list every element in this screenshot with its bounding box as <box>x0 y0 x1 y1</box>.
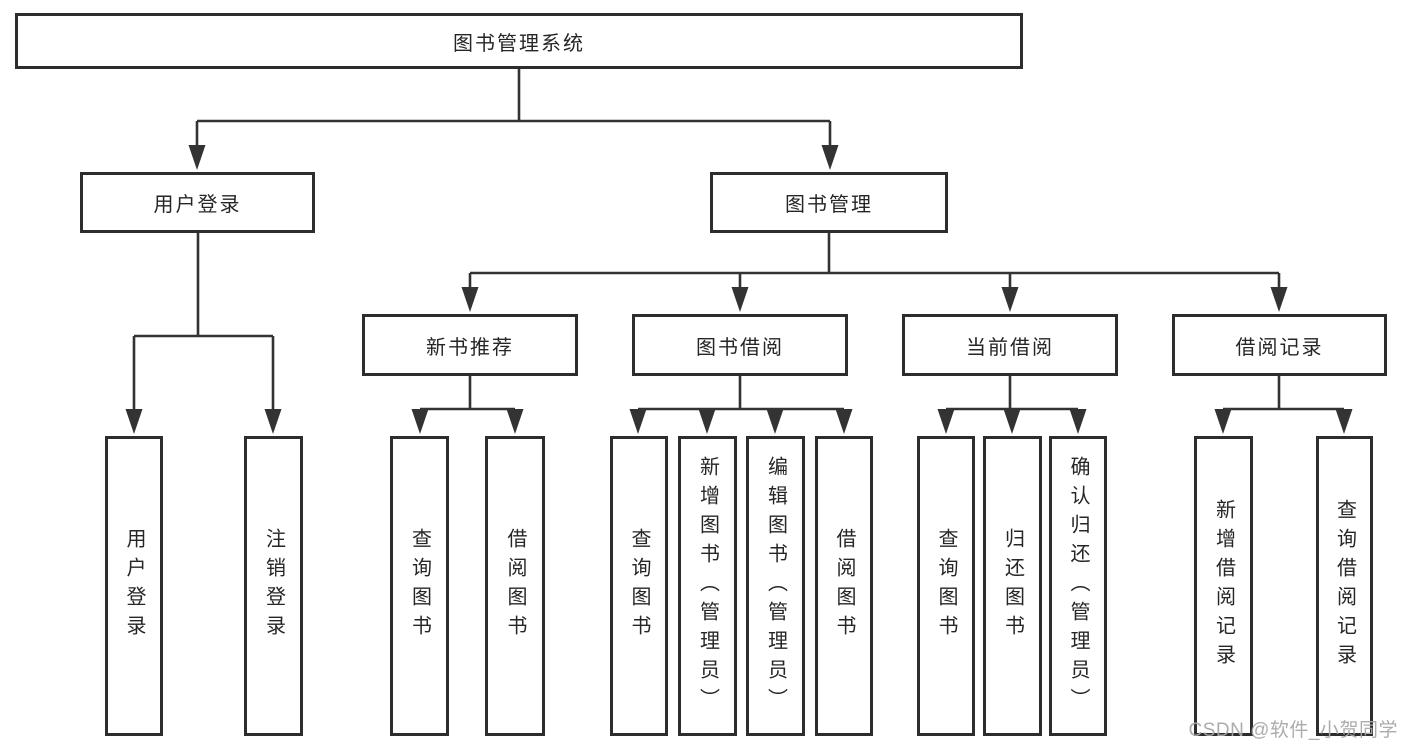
node-label: 新书推荐 <box>426 336 514 359</box>
node-current-borrowing: 当前借阅 <box>902 314 1118 376</box>
node-label: 注销登录 <box>262 528 285 644</box>
node-label: 图书管理系统 <box>453 32 585 55</box>
leaf-query-borrow-record: 查询借阅记录 <box>1316 436 1373 736</box>
arrow-down-icon <box>1001 287 1019 312</box>
arrow-down-icon <box>125 409 143 434</box>
leaf-confirm-return-admin: 确认归还（管理员） <box>1049 436 1107 736</box>
node-label: 新增图书（管理员） <box>696 455 719 717</box>
arrow-down-icon <box>731 287 749 312</box>
node-book-borrowing: 图书借阅 <box>632 314 848 376</box>
leaf-borrow-books-2: 借阅图书 <box>815 436 873 736</box>
arrow-down-icon <box>766 409 784 434</box>
arrow-down-icon <box>1270 287 1288 312</box>
leaf-query-books-3: 查询图书 <box>917 436 975 736</box>
leaf-add-book-admin: 新增图书（管理员） <box>678 436 737 736</box>
leaf-user-login: 用户登录 <box>105 436 163 736</box>
arrow-down-icon <box>1003 409 1021 434</box>
arrow-down-icon <box>937 409 955 434</box>
node-label: 查询图书 <box>408 528 431 644</box>
leaf-edit-book-admin: 编辑图书（管理员） <box>746 436 805 736</box>
node-label: 查询借阅记录 <box>1333 499 1356 673</box>
arrow-down-icon <box>1214 409 1232 434</box>
node-label: 图书借阅 <box>696 336 784 359</box>
arrow-down-icon <box>835 409 853 434</box>
arrow-down-icon <box>461 287 479 312</box>
node-label: 图书管理 <box>785 194 873 216</box>
node-library-management-system: 图书管理系统 <box>15 13 1023 69</box>
arrow-down-icon <box>506 409 524 434</box>
arrow-down-icon <box>698 409 716 434</box>
node-user-login-branch: 用户登录 <box>80 172 315 233</box>
node-label: 查询图书 <box>628 528 650 644</box>
node-label: 用户登录 <box>123 528 145 644</box>
node-label: 当前借阅 <box>966 336 1054 359</box>
leaf-add-borrow-record: 新增借阅记录 <box>1194 436 1253 736</box>
node-label: 借阅记录 <box>1235 336 1324 359</box>
node-label: 查询图书 <box>935 528 957 644</box>
arrow-down-icon <box>1335 409 1353 434</box>
csdn-watermark: CSDN @软件_小贺同学 <box>1188 720 1398 741</box>
node-label: 用户登录 <box>153 194 242 216</box>
node-label: 借阅图书 <box>833 528 855 644</box>
arrowheads <box>125 145 1353 434</box>
node-label: 新增借阅记录 <box>1212 499 1235 673</box>
node-label: 借阅图书 <box>504 528 526 644</box>
arrow-down-icon <box>821 145 839 170</box>
node-label: 归还图书 <box>1001 528 1024 644</box>
node-book-management-branch: 图书管理 <box>710 172 948 233</box>
leaf-query-books-2: 查询图书 <box>610 436 668 736</box>
leaf-borrow-books-1: 借阅图书 <box>485 436 545 736</box>
node-borrowing-records: 借阅记录 <box>1172 314 1387 376</box>
leaf-return-book: 归还图书 <box>983 436 1042 736</box>
node-label: 确认归还（管理员） <box>1067 455 1089 717</box>
leaf-query-books-1: 查询图书 <box>390 436 449 736</box>
node-new-book-recommendation: 新书推荐 <box>362 314 578 376</box>
node-label: 编辑图书（管理员） <box>764 455 787 717</box>
arrow-down-icon <box>629 409 647 434</box>
arrow-down-icon <box>264 409 282 434</box>
leaf-logout: 注销登录 <box>244 436 303 736</box>
arrow-down-icon <box>411 409 429 434</box>
arrow-down-icon <box>1069 409 1087 434</box>
arrow-down-icon <box>188 145 206 170</box>
